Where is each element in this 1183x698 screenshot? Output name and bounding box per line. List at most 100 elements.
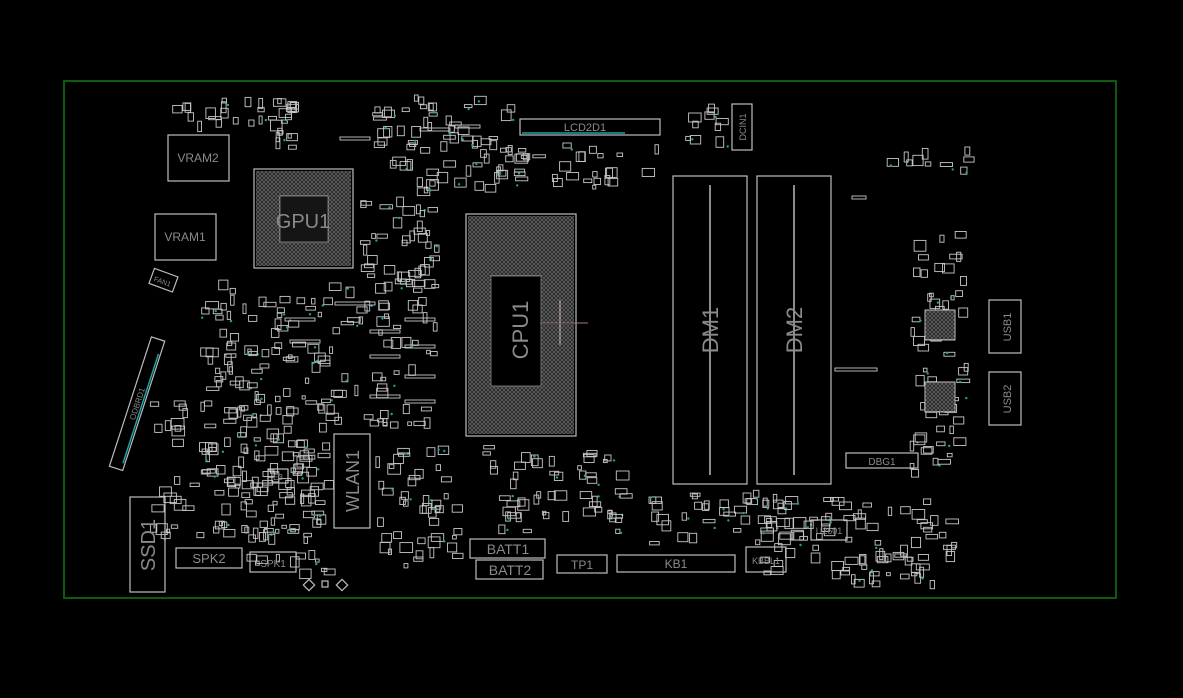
cpu1-chip[interactable]: CPU1: [465, 213, 588, 437]
component-pad: [374, 106, 381, 114]
component-pad: [200, 469, 211, 475]
component-pad: [708, 103, 715, 114]
component-pad: [920, 269, 928, 278]
odbrd1-connector[interactable]: ODBRD1: [108, 336, 166, 472]
component-pad: [259, 520, 268, 528]
component-pad: [381, 487, 394, 496]
component-pad: [273, 433, 285, 444]
component-pad: [173, 400, 186, 407]
component-pad: [323, 480, 334, 490]
component-pad: [393, 370, 400, 375]
u2601-chip[interactable]: U2601: [810, 519, 848, 541]
component-pad: [317, 452, 331, 459]
vram1-chip[interactable]: VRAM1: [154, 213, 217, 261]
component-pad: [775, 518, 790, 528]
e3-chip[interactable]: E3: [267, 468, 289, 484]
component-pad: [482, 451, 491, 456]
component-pad: [248, 119, 255, 127]
component-pad: [259, 363, 270, 369]
component-pad: [407, 300, 419, 311]
component-pad: [356, 306, 368, 314]
test-point: [713, 526, 716, 530]
component-pad: [424, 257, 434, 268]
component-pad: [304, 377, 310, 384]
component-pad: [500, 109, 512, 122]
test-point: [282, 313, 286, 316]
usb2-port[interactable]: USB2: [988, 371, 1022, 426]
component-pad: [656, 513, 669, 526]
component-pad: [380, 376, 387, 382]
component-pad: [380, 410, 389, 420]
component-pad: [422, 495, 430, 507]
fan1-connector[interactable]: FAN1: [148, 267, 179, 293]
test-point: [889, 164, 892, 167]
component-pad: [345, 286, 355, 299]
connector-strip: [834, 367, 878, 372]
component-pad: [403, 500, 409, 507]
test-point: [391, 488, 394, 492]
usb1-port[interactable]: USB1: [988, 299, 1022, 354]
kb1-connector[interactable]: KB1: [616, 554, 736, 573]
small-components: [149, 94, 975, 590]
component-pad: [911, 509, 926, 520]
test-point: [304, 446, 308, 449]
component-pad: [377, 517, 384, 527]
component-pad: [235, 483, 241, 489]
test-point: [238, 435, 241, 439]
kb1-label: KB1: [665, 557, 688, 571]
component-pad: [317, 403, 324, 411]
component-pad: [586, 477, 598, 484]
component-pad: [372, 116, 387, 121]
test-point: [796, 502, 800, 505]
component-pad: [777, 507, 787, 515]
test-point: [516, 184, 519, 187]
kbbl1-connector[interactable]: KBBL1: [745, 546, 787, 573]
component-pad: [955, 290, 963, 297]
component-pad: [258, 532, 266, 542]
component-pad: [733, 505, 748, 514]
component-pad: [900, 573, 910, 580]
component-pad: [237, 432, 247, 438]
component-pad: [254, 399, 261, 406]
component-pad: [383, 339, 394, 348]
component-pad: [279, 492, 293, 499]
component-pad: [371, 233, 376, 239]
component-pad: [221, 503, 231, 516]
component-pad: [359, 240, 371, 245]
dcin1-connector[interactable]: DCIN1: [731, 103, 753, 151]
spk1-connector[interactable]: SPK1: [249, 551, 297, 573]
tp1-connector[interactable]: TP1: [556, 554, 608, 574]
component-pad: [154, 423, 163, 433]
component-pad: [448, 125, 455, 133]
spk2-connector[interactable]: SPK2: [175, 547, 243, 569]
component-pad: [831, 561, 844, 572]
dm2-slot[interactable]: DM2: [756, 175, 832, 485]
component-pad: [454, 177, 467, 188]
batt1-connector[interactable]: BATT1: [469, 538, 546, 559]
component-pad: [271, 347, 280, 355]
ssd1-slot[interactable]: SSD1: [129, 496, 166, 593]
dm1-slot[interactable]: DM1: [672, 175, 748, 485]
component-pad: [541, 510, 547, 516]
component-pad: [419, 210, 425, 218]
component-pad: [261, 349, 270, 358]
component-pad: [784, 517, 794, 530]
lcd-connector[interactable]: LCD2D1: [519, 118, 661, 136]
component-pad: [912, 154, 924, 167]
test-point: [390, 412, 393, 416]
component-pad: [318, 404, 326, 414]
component-pad: [498, 495, 511, 501]
component-pad: [773, 560, 784, 567]
dbg1-connector[interactable]: DBG1: [845, 452, 919, 469]
batt2-connector[interactable]: BATT2: [475, 559, 544, 580]
component-pad: [428, 103, 434, 111]
gpu1-chip[interactable]: GPU1: [253, 168, 354, 269]
wlan1-slot[interactable]: WLAN1: [333, 433, 371, 529]
test-point: [260, 377, 263, 381]
test-point: [965, 396, 968, 400]
vram2-chip[interactable]: VRAM2: [167, 134, 230, 182]
component-pad: [288, 320, 300, 328]
component-pad: [430, 351, 438, 357]
component-pad: [285, 107, 296, 112]
